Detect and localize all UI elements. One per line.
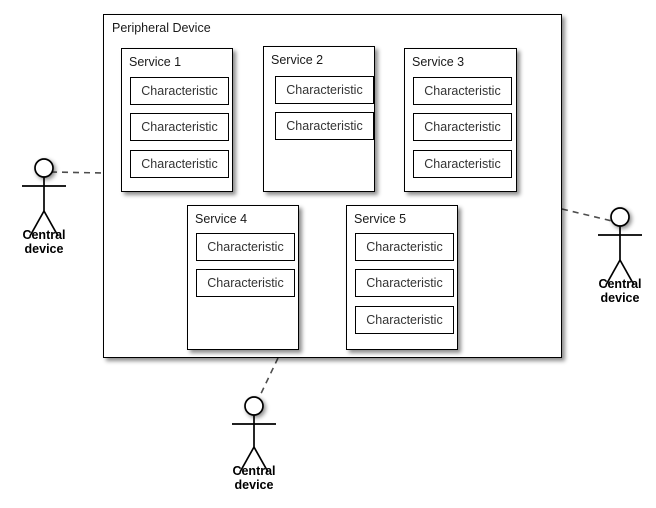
actor-left-label-line2: device (24, 242, 64, 256)
actor-bottom: Central device (218, 390, 290, 492)
actor-figure-icon (22, 158, 66, 237)
characteristic-box: Characteristic (196, 269, 295, 297)
characteristic-box: Characteristic (355, 233, 454, 261)
service-title-3: Service 3 (412, 55, 465, 69)
service-title-1: Service 1 (129, 55, 182, 69)
characteristic-box: Characteristic (355, 306, 454, 334)
actor-right-label-line1: Central (598, 277, 642, 291)
service-title-4: Service 4 (195, 212, 248, 226)
characteristic-box: Characteristic (413, 150, 512, 178)
characteristic-box: Characteristic (413, 77, 512, 105)
characteristic-box: Characteristic (196, 233, 295, 261)
characteristic-box: Characteristic (130, 150, 229, 178)
actor-right-label-line2: device (600, 291, 640, 305)
actor-right: Central device (584, 207, 656, 305)
actor-left-label-line1: Central (22, 228, 66, 242)
characteristic-box: Characteristic (130, 77, 229, 105)
peripheral-device-title: Peripheral Device (112, 21, 211, 35)
service-title-5: Service 5 (354, 212, 407, 226)
actor-bottom-label-line2: device (234, 478, 274, 492)
characteristic-box: Characteristic (355, 269, 454, 297)
actor-bottom-label-line1: Central (232, 464, 276, 478)
characteristic-box: Characteristic (275, 76, 374, 104)
characteristic-box: Characteristic (413, 113, 512, 141)
actor-figure-icon (598, 207, 642, 286)
actor-figure-icon (232, 396, 276, 473)
characteristic-box: Characteristic (275, 112, 374, 140)
actor-left: Central device (8, 158, 80, 256)
service-title-2: Service 2 (271, 53, 324, 67)
characteristic-box: Characteristic (130, 113, 229, 141)
